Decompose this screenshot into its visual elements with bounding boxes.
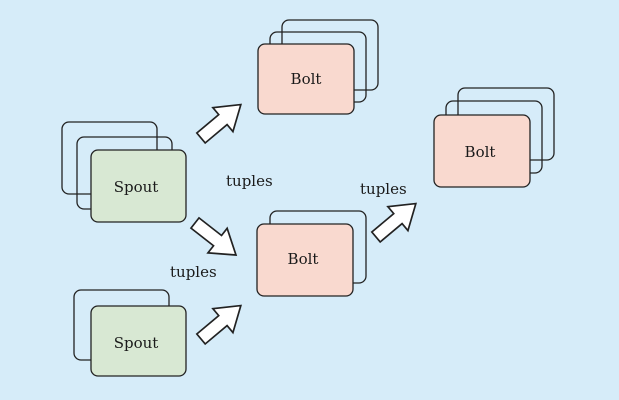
edge-label-right: tuples (360, 180, 407, 198)
bolt-node-top: Bolt (257, 19, 379, 115)
spout-node-bottom: Spout (73, 289, 187, 377)
spout-bottom-card (90, 305, 187, 377)
spout-node-top: Spout (61, 121, 187, 223)
edge-label-lower-left: tuples (170, 263, 217, 281)
edge-label-upper-left: tuples (226, 172, 273, 190)
bolt-top-card (257, 43, 355, 115)
arrow-spout-bottom-to-bolt-middle (195, 304, 243, 346)
spout-top-card (90, 149, 187, 223)
arrows (189, 103, 418, 346)
bolt-node-right: Bolt (433, 87, 555, 188)
bolt-top-label: Bolt (291, 70, 322, 88)
spout-bottom-label: Spout (114, 334, 159, 352)
bolt-right-label: Bolt (465, 143, 496, 161)
spout-top-label: Spout (114, 178, 159, 196)
bolt-middle-card (256, 223, 354, 297)
bolt-right-card (433, 114, 531, 188)
arrow-spout-top-to-bolt-top (195, 103, 243, 145)
bolt-middle-label: Bolt (288, 250, 319, 268)
arrow-spout-top-to-bolt-middle (189, 216, 238, 256)
bolt-node-middle: Bolt (256, 210, 367, 297)
arrow-bolt-middle-to-bolt-right (370, 202, 418, 244)
